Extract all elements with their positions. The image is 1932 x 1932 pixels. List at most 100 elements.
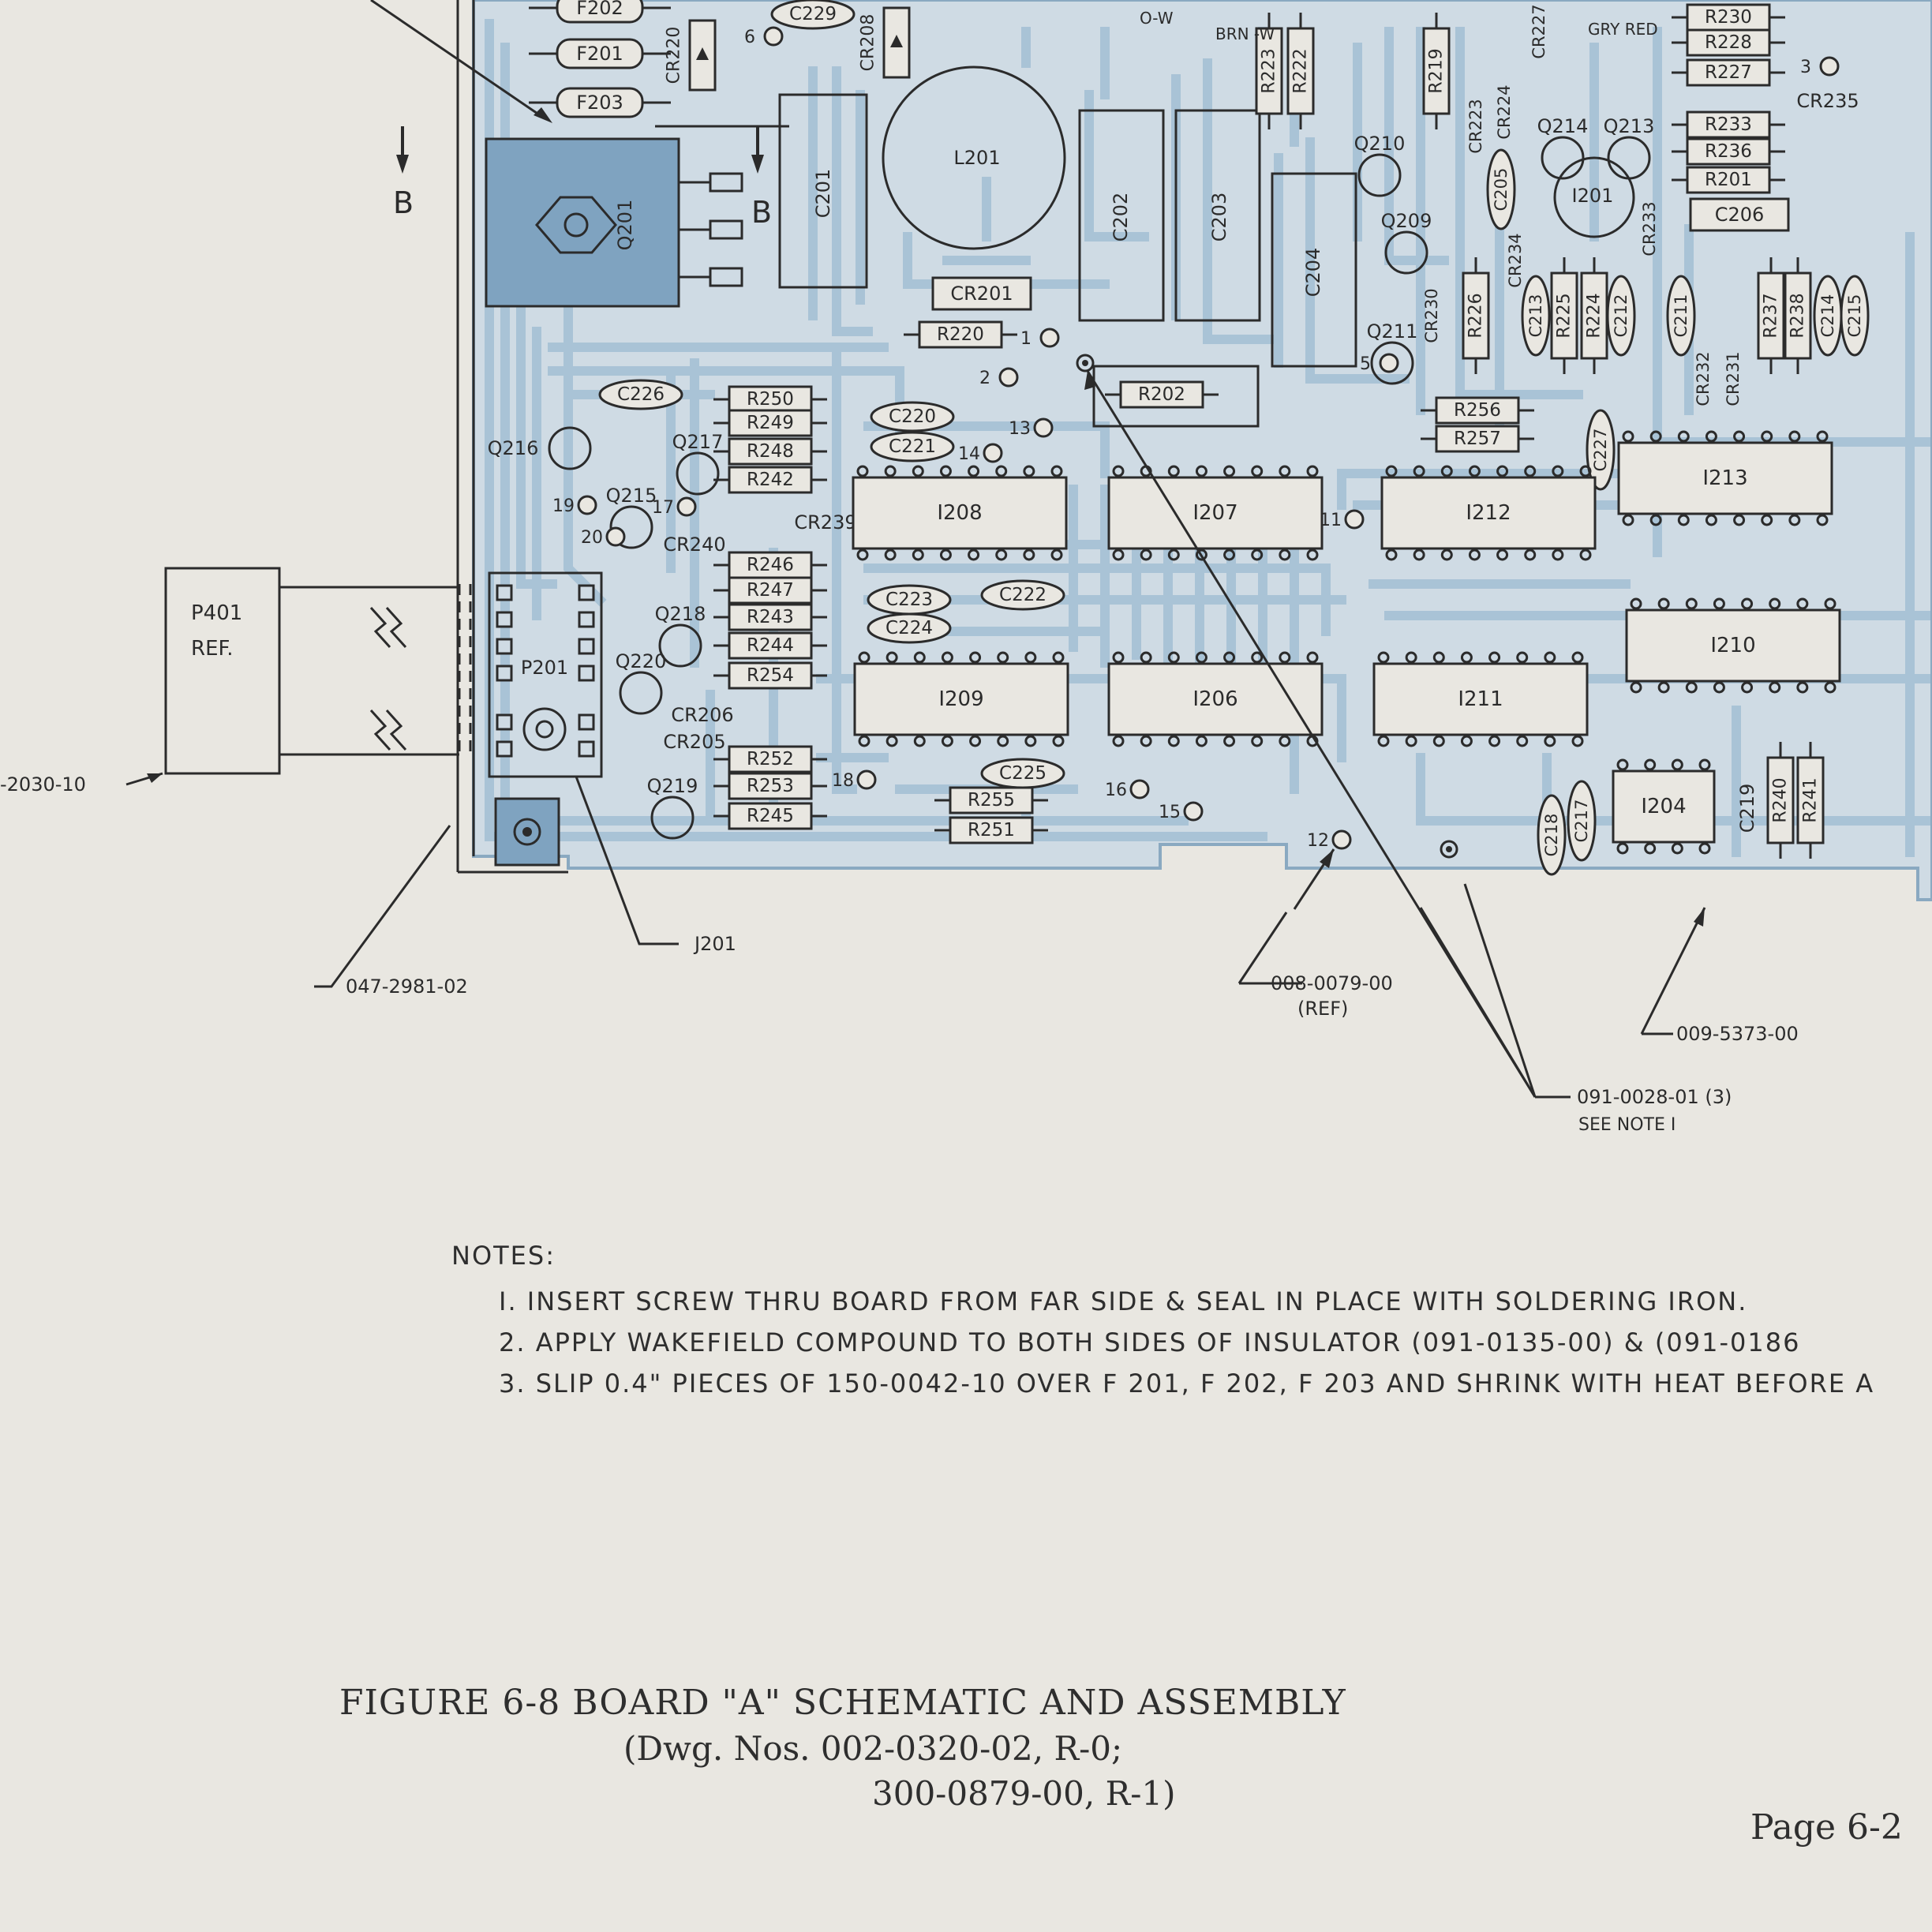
part-009-label: 009-5373-00 (1676, 1023, 1799, 1045)
testpoint-14: 14 (958, 443, 1003, 464)
label-q215: Q215 (606, 485, 657, 507)
label-i209: I209 (938, 687, 983, 711)
component-r244: R244 (713, 631, 827, 660)
label-q216: Q216 (488, 437, 539, 459)
component-cr224: CR224 (1495, 84, 1514, 139)
svg-text:20: 20 (581, 528, 603, 548)
component-r255: R255 (934, 786, 1048, 814)
part-091-label: 091-0028-01 (3) (1577, 1086, 1732, 1108)
component-r201: R201 (1672, 166, 1785, 194)
label-i212: I212 (1466, 501, 1511, 525)
label-r240: R240 (1771, 777, 1791, 822)
component-c229: C229 (770, 0, 856, 30)
component-l201: L201 (953, 147, 1000, 169)
component-q217: Q217 (672, 431, 723, 496)
svg-text:5: 5 (1360, 354, 1371, 374)
label-i201: I201 (1572, 185, 1614, 207)
label-r233: R233 (1705, 114, 1752, 135)
component-r224: R224 (1580, 257, 1608, 374)
component-c201: C201 (812, 169, 834, 219)
label-i204: I204 (1641, 795, 1686, 818)
label-r243: R243 (747, 607, 794, 627)
label-f202: F202 (576, 0, 623, 19)
label-r250: R250 (747, 389, 794, 410)
testpoint-1: 1 (1020, 328, 1060, 349)
label-c203: C203 (1208, 193, 1230, 242)
l201-inductor (882, 66, 1066, 250)
label-q220: Q220 (616, 650, 667, 672)
label-cr240: CR240 (663, 534, 725, 556)
label-c226: C226 (617, 384, 665, 405)
component-r248: R248 (713, 437, 827, 466)
label-c211: C211 (1672, 294, 1690, 338)
component-c222: C222 (980, 579, 1065, 611)
label-q219: Q219 (647, 775, 698, 797)
label-i213: I213 (1702, 466, 1747, 490)
wire-label-ow: O-W (1140, 9, 1174, 28)
label-q218: Q218 (655, 603, 706, 625)
svg-text:16: 16 (1105, 781, 1127, 800)
component-i209: I209 (853, 651, 1069, 747)
component-f203: F203 (529, 87, 671, 118)
svg-text:2: 2 (979, 369, 990, 388)
label-r248: R248 (747, 441, 794, 462)
component-cr230: CR230 (1422, 288, 1441, 343)
component-r250: R250 (713, 385, 827, 414)
label-p201: P201 (521, 657, 568, 679)
label-r249: R249 (747, 413, 794, 433)
label-i208: I208 (937, 501, 982, 525)
label-c205: C205 (1492, 168, 1511, 212)
component-c212: C212 (1606, 275, 1636, 357)
component-i201: I201 (1572, 185, 1614, 207)
component-r222: R222 (1286, 13, 1315, 129)
q201-heatsink-pad (485, 137, 680, 308)
label-c201: C201 (812, 169, 834, 219)
label-r226: R226 (1466, 293, 1486, 338)
component-r247: R247 (713, 576, 827, 605)
component-r241: R241 (1796, 742, 1825, 859)
label-i210: I210 (1710, 634, 1755, 657)
component-q211: Q211 (1367, 320, 1417, 385)
component-r236: R236 (1672, 137, 1785, 166)
label-cr230: CR230 (1422, 288, 1441, 343)
label-cr223: CR223 (1466, 99, 1485, 153)
label-c219: C219 (1736, 784, 1758, 833)
component-r249: R249 (713, 409, 827, 437)
component-cr234: CR234 (1506, 233, 1525, 287)
component-q213: Q213 (1604, 115, 1655, 180)
label-c227: C227 (1591, 429, 1610, 472)
component-f201: F201 (529, 38, 671, 69)
page-number: Page 6-2 (1750, 1807, 1903, 1848)
component-r254: R254 (713, 661, 827, 690)
component-r246: R246 (713, 551, 827, 579)
p401-label: P401 (191, 601, 242, 625)
testpoint-13: 13 (1009, 417, 1054, 439)
label-q213: Q213 (1604, 115, 1655, 137)
component-r243: R243 (713, 603, 827, 631)
component-r252: R252 (713, 745, 827, 773)
label-cr231: CR231 (1724, 351, 1743, 406)
testpoint-15: 15 (1159, 801, 1204, 822)
label-q201: Q201 (614, 200, 636, 251)
testpoint-2: 2 (979, 367, 1019, 388)
label-q209: Q209 (1381, 210, 1432, 232)
label-c221: C221 (889, 436, 936, 457)
component-cr205: CR205 (663, 731, 725, 753)
label-c214: C214 (1818, 294, 1837, 338)
testpoint-17: 17 (652, 496, 697, 518)
component-cr235: CR235 (1796, 90, 1859, 112)
component-c221: C221 (870, 431, 955, 462)
label-r202: R202 (1138, 384, 1185, 405)
caption-drawing-numbers: (Dwg. Nos. 002-0320-02, R-0; (623, 1729, 1123, 1768)
note-item-1: I. INSERT SCREW THRU BOARD FROM FAR SIDE… (499, 1286, 1748, 1316)
component-r253: R253 (713, 772, 827, 800)
component-q218: Q218 (655, 603, 706, 668)
label-r242: R242 (747, 470, 794, 490)
component-cr208: CR208 (859, 6, 911, 79)
label-cr206: CR206 (671, 704, 733, 726)
label-q210: Q210 (1354, 133, 1406, 155)
component-c226: C226 (598, 379, 683, 410)
component-c224: C224 (867, 612, 952, 644)
component-i212: I212 (1380, 465, 1597, 561)
component-cr227: CR227 (1530, 4, 1548, 58)
